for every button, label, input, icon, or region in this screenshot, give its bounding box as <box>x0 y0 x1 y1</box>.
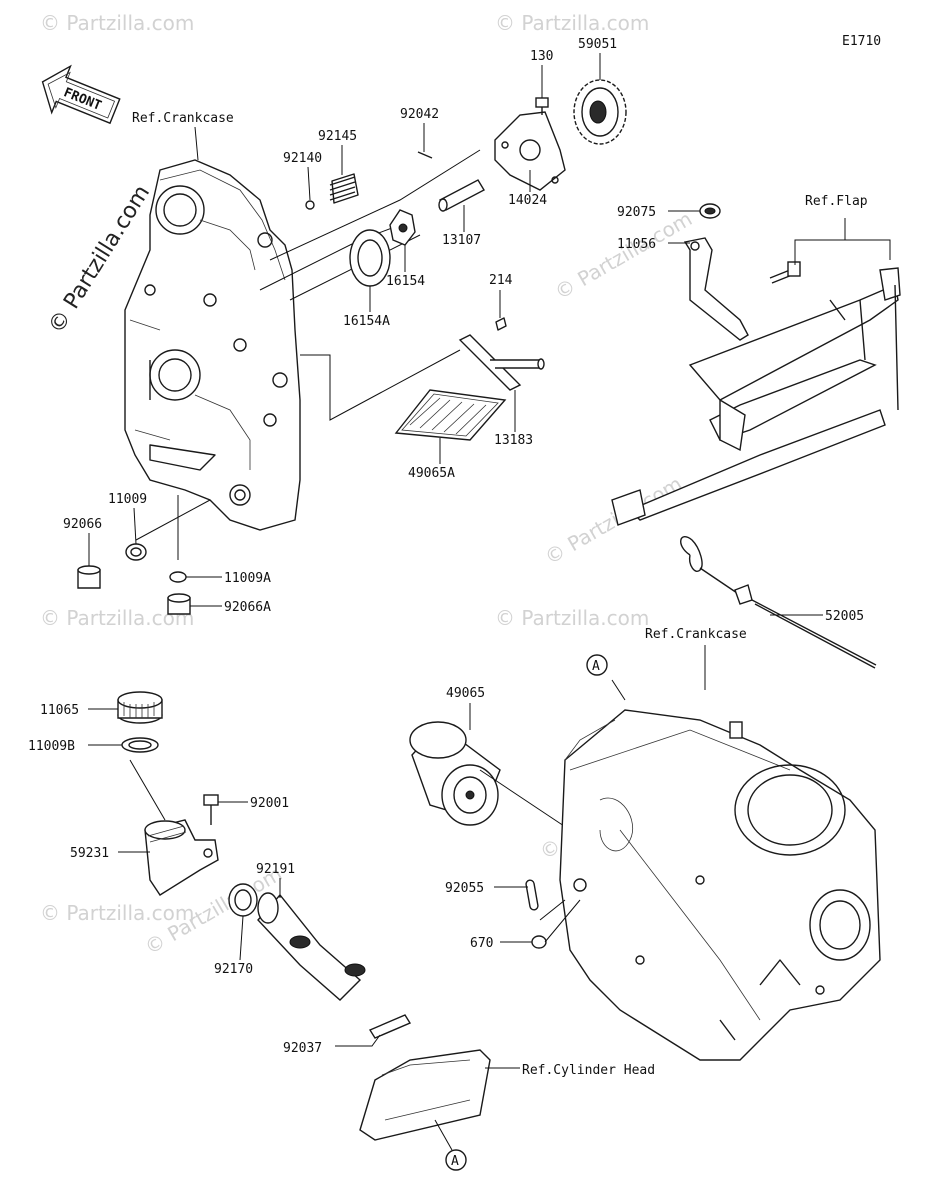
part-label-16154A: 16154A <box>343 314 390 329</box>
callout-a-top-label: A <box>592 659 600 674</box>
watermark: © Partzilla.com <box>495 11 649 35</box>
plug-92066A <box>167 593 191 615</box>
inner-rotor-16154 <box>389 209 416 246</box>
ref-crankcase-lower-label: Ref.Crankcase <box>645 627 747 642</box>
washer-11009 <box>125 543 147 561</box>
part-label-92191: 92191 <box>256 862 295 877</box>
part-label-11009B: 11009B <box>28 739 75 754</box>
screw-214 <box>495 317 507 331</box>
part-label-14024: 14024 <box>508 193 547 208</box>
part-label-11009: 11009 <box>108 492 147 507</box>
ref-cylinder-head-label: Ref.Cylinder Head <box>522 1063 655 1078</box>
part-label-59231: 59231 <box>70 846 109 861</box>
diagram-code: E1710 <box>842 34 881 49</box>
watermark: © Partzilla.com <box>541 471 687 569</box>
part-label-214: 214 <box>489 273 513 288</box>
part-label-92055: 92055 <box>445 881 484 896</box>
leader-line <box>611 645 706 701</box>
leader-line <box>479 769 571 831</box>
spring-92145 <box>329 173 359 204</box>
crankcase-main <box>559 709 881 1061</box>
outer-rotor-16154A <box>349 229 391 287</box>
o-ring-11009B <box>121 737 159 753</box>
plug-92066 <box>77 565 101 589</box>
part-label-130: 130 <box>530 49 553 64</box>
plate-13183 <box>458 334 545 391</box>
oil-filter-49065 <box>409 721 501 826</box>
pin-92042 <box>417 151 433 159</box>
part-label-92001: 92001 <box>250 796 289 811</box>
cover-plate-14024 <box>494 111 566 191</box>
front-arrow-icon: FRONT <box>41 64 121 125</box>
watermark: © Partzilla.com <box>40 11 194 35</box>
part-label-92145: 92145 <box>318 129 357 144</box>
o-ring-670 <box>531 935 547 949</box>
leader-line <box>129 759 166 821</box>
part-label-92170: 92170 <box>214 962 253 977</box>
breather-92037 <box>368 1014 412 1039</box>
part-label-92066A: 92066A <box>224 600 271 615</box>
flap-linkage <box>611 203 901 526</box>
watermark: © Partzilla.com <box>495 606 649 630</box>
part-label-11056: 11056 <box>617 237 656 252</box>
gear-59051 <box>573 79 627 145</box>
labels: Ref.Crankcase 130 59051 92042 92145 9214… <box>28 37 868 1171</box>
watermark: © Partzilla.com <box>40 901 194 925</box>
crankcase-cover <box>124 159 301 531</box>
filler-neck-59231 <box>144 819 219 896</box>
leader-line <box>135 499 211 541</box>
bolt-92001 <box>203 794 219 825</box>
part-label-92140: 92140 <box>283 151 322 166</box>
shaft-13107 <box>438 179 485 212</box>
ref-flap-label: Ref.Flap <box>805 194 868 209</box>
part-label-49065: 49065 <box>446 686 485 701</box>
part-label-59051: 59051 <box>578 37 617 52</box>
clamp-92170 <box>228 883 258 917</box>
part-label-16154: 16154 <box>386 274 425 289</box>
ball-92140 <box>305 200 315 210</box>
cylinder-head-cover <box>359 1049 491 1141</box>
part-label-92066: 92066 <box>63 517 102 532</box>
washer-11009A <box>169 571 187 583</box>
watermark: © Partzilla.com <box>551 206 697 304</box>
oil-filler-cap-11065 <box>117 691 163 724</box>
dipstick-52005 <box>680 536 877 669</box>
part-label-11009A: 11009A <box>224 571 271 586</box>
part-label-13183: 13183 <box>494 433 533 448</box>
ref-crankcase-label: Ref.Crankcase <box>132 111 234 126</box>
part-label-11065: 11065 <box>40 703 79 718</box>
callout-a-bottom-label: A <box>451 1154 459 1169</box>
part-label-92037: 92037 <box>283 1041 322 1056</box>
part-label-49065A: 49065A <box>408 466 455 481</box>
part-label-92042: 92042 <box>400 107 439 122</box>
o-ring-92055 <box>525 879 539 911</box>
leader-line <box>539 899 581 943</box>
part-label-13107: 13107 <box>442 233 481 248</box>
strainer-49065A <box>394 389 507 441</box>
callout-a-top <box>586 654 608 676</box>
part-label-670: 670 <box>470 936 493 951</box>
ref-flap-bracket <box>794 218 891 265</box>
part-label-92075: 92075 <box>617 205 656 220</box>
part-label-52005: 52005 <box>825 609 864 624</box>
callout-a-bottom <box>445 1149 467 1171</box>
hose-92191 <box>257 892 366 1001</box>
